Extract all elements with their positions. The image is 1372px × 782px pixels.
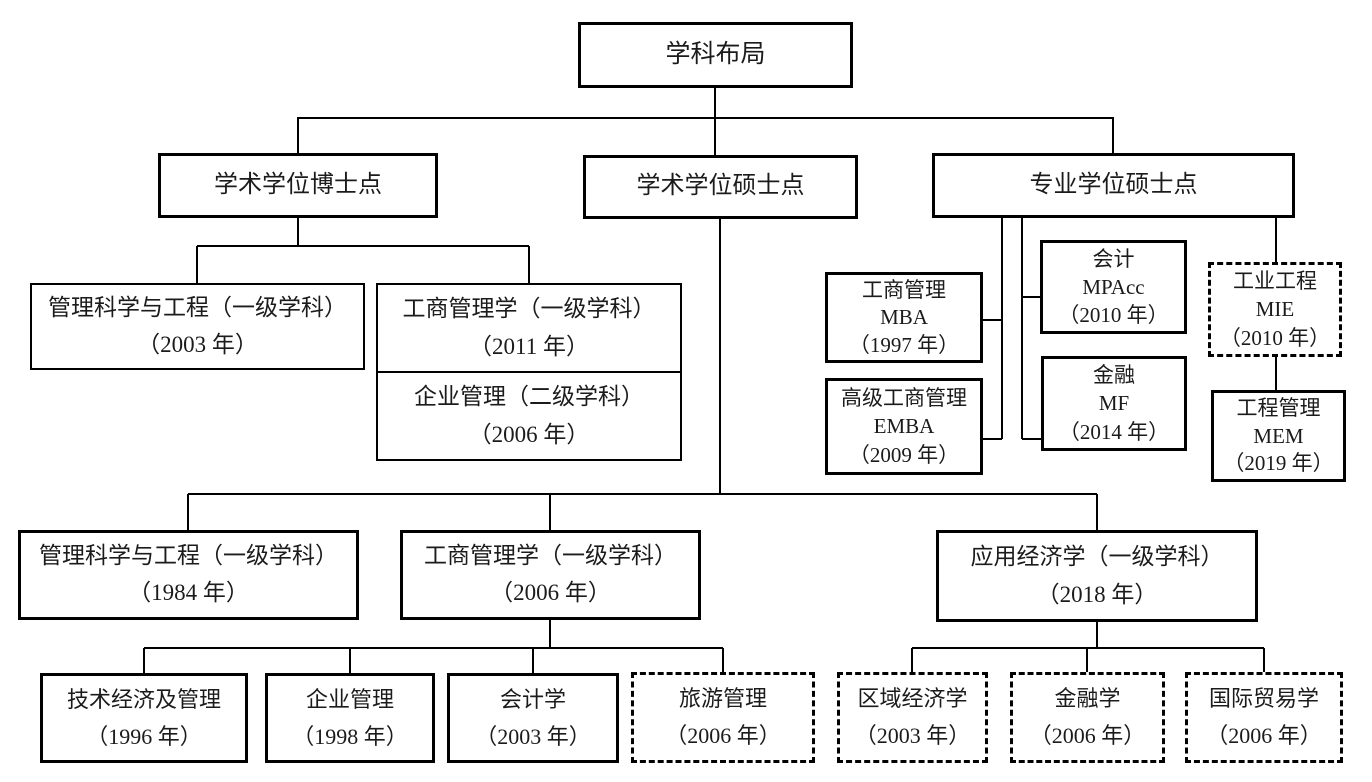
node-year: （2011 年） — [469, 333, 589, 359]
node-year: （2006 年） — [1206, 723, 1322, 749]
node-label: 国际贸易学 — [1208, 686, 1319, 712]
node-year: （2003 年） — [475, 723, 591, 749]
node-year: （2006 年） — [1029, 723, 1146, 749]
node-label: 管理科学与工程（一级学科） — [48, 295, 347, 321]
node-abbr: MBA — [880, 305, 928, 330]
node-year: （1996 年） — [86, 723, 202, 749]
node-label: 企业管理 — [305, 687, 394, 713]
node-mie: 工业工程 MIE （2010 年） — [1208, 262, 1342, 357]
node-mem: 工程管理 MEM （2019 年） — [1211, 390, 1346, 482]
node-year: （2010 年） — [1058, 302, 1169, 327]
node-year: （2003 年） — [854, 723, 971, 749]
node-label: 工商管理学（一级学科） — [402, 296, 656, 322]
node-label: 管理科学与工程（一级学科） — [39, 543, 338, 569]
node-academic-doctoral-point: 学术学位博士点 — [158, 153, 438, 218]
node-year: （2019 年） — [1223, 451, 1334, 476]
node-abbr: EMBA — [873, 414, 935, 439]
node-abbr: MF — [1098, 391, 1130, 416]
node-year: （2009 年） — [848, 443, 960, 468]
node-year: （2003 年） — [137, 331, 258, 357]
node-year: （1997 年） — [848, 332, 960, 357]
node-enterprise-mgmt-phd: 企业管理（二级学科） （2006 年） — [376, 371, 682, 461]
node-label: 会计学 — [499, 687, 566, 713]
node-regional-economics: 区域经济学 （2003 年） — [837, 672, 988, 763]
node-label: 工商管理学（一级学科） — [424, 543, 677, 569]
node-label: 应用经济学（一级学科） — [970, 544, 1224, 570]
node-label: 企业管理（二级学科） — [414, 384, 644, 410]
node-applied-economics-master: 应用经济学（一级学科） （2018 年） — [936, 530, 1258, 622]
node-year: （2010 年） — [1219, 325, 1331, 350]
node-label: 工商管理 — [862, 278, 946, 303]
node-label: 工程管理 — [1236, 396, 1321, 421]
node-label: 会计 — [1092, 246, 1135, 271]
node-mba: 工商管理 MBA （1997 年） — [825, 272, 983, 363]
node-discipline-layout: 学科布局 — [578, 22, 853, 88]
node-emba: 高级工商管理 EMBA （2009 年） — [825, 378, 983, 475]
node-label: 学术学位硕士点 — [636, 173, 805, 200]
node-mgmt-science-engineering-phd: 管理科学与工程（一级学科） （2003 年） — [30, 283, 365, 370]
node-international-trade: 国际贸易学 （2006 年） — [1185, 672, 1343, 763]
node-abbr: MPAcc — [1082, 274, 1145, 299]
node-mpacc: 会计 MPAcc （2010 年） — [1040, 240, 1187, 334]
node-year: （2006 年） — [665, 723, 781, 749]
node-mgmt-science-engineering-master: 管理科学与工程（一级学科） （1984 年） — [18, 530, 359, 620]
node-accounting-master: 会计学 （2003 年） — [447, 673, 619, 763]
node-year: （2006 年） — [490, 580, 611, 606]
node-business-admin-master: 工商管理学（一级学科） （2006 年） — [400, 530, 701, 620]
node-year: （2006 年） — [468, 421, 590, 447]
node-label: 技术经济及管理 — [66, 687, 221, 713]
node-mf: 金融 MF （2014 年） — [1041, 356, 1187, 451]
node-label: 金融 — [1093, 363, 1135, 388]
node-abbr: MEM — [1253, 423, 1304, 448]
node-year: （1998 年） — [292, 723, 408, 749]
node-academic-master-point: 学术学位硕士点 — [583, 155, 858, 219]
node-label: 工业工程 — [1233, 269, 1317, 294]
node-year: （2014 年） — [1058, 419, 1170, 444]
node-enterprise-mgmt-master: 企业管理 （1998 年） — [265, 673, 435, 763]
node-business-admin-phd: 工商管理学（一级学科） （2011 年） — [376, 283, 682, 373]
node-label: 高级工商管理 — [841, 385, 967, 410]
node-tech-economics-mgmt: 技术经济及管理 （1996 年） — [40, 673, 248, 763]
node-label: 学术学位博士点 — [214, 171, 382, 198]
node-finance-master: 金融学 （2006 年） — [1010, 672, 1165, 763]
node-label: 金融学 — [1054, 686, 1121, 712]
node-label: 学科布局 — [665, 40, 766, 68]
node-tourism-mgmt: 旅游管理 （2006 年） — [631, 672, 815, 763]
node-year: （2018 年） — [1036, 581, 1158, 607]
node-label: 旅游管理 — [678, 686, 767, 712]
node-year: （1984 年） — [128, 580, 249, 606]
node-label: 区域经济学 — [857, 686, 968, 712]
node-abbr: MIE — [1255, 297, 1295, 322]
node-label: 专业学位硕士点 — [1029, 171, 1198, 198]
node-professional-master-point: 专业学位硕士点 — [932, 153, 1295, 218]
